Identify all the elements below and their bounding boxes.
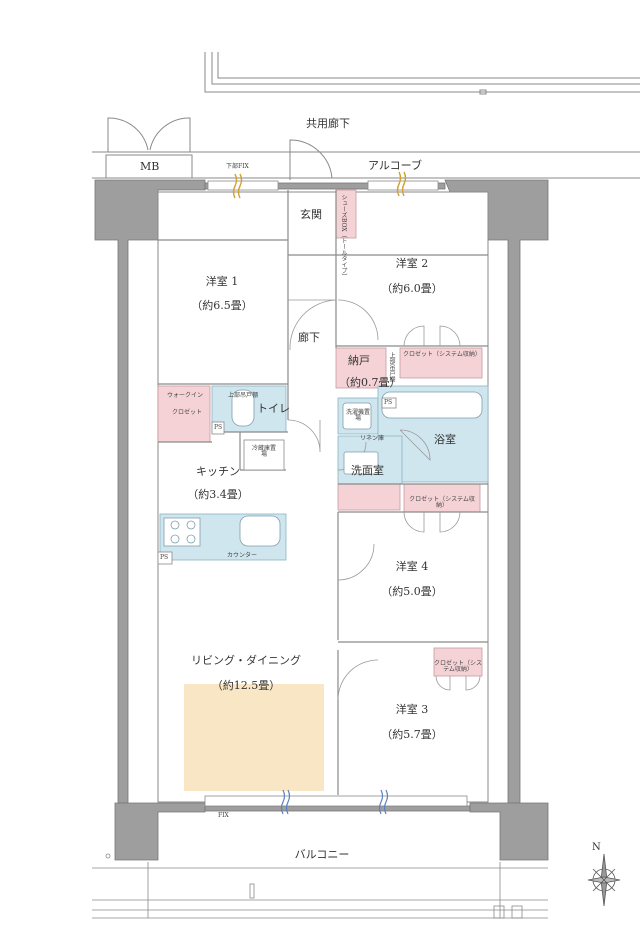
room4-name: 洋室 4	[395, 560, 429, 573]
fridge-label: 冷蔵庫置場	[251, 445, 276, 458]
nando-name: 納戸	[348, 354, 370, 367]
bath-label: 浴室	[434, 433, 456, 446]
room3-size: （約5.7畳）	[381, 728, 443, 741]
toilet-label: トイレ	[257, 402, 290, 415]
washer-label: 洗濯機置場	[346, 409, 371, 422]
closet-system-label-3: クロゼット（システム収納）	[434, 660, 483, 673]
north-label: N	[592, 842, 601, 853]
fixtures	[163, 389, 483, 547]
common-corridor-label: 共用廊下	[306, 117, 350, 130]
ps-label-3: PS	[160, 554, 169, 561]
closet-system-label-1: クロゼット（システム収納）	[403, 351, 481, 358]
mb-label: MB	[140, 160, 160, 173]
walkin-label: ウォークイン	[167, 392, 204, 399]
room4-size: （約5.0畳）	[381, 585, 443, 598]
balcony-label: バルコニー	[294, 848, 350, 861]
lower-fix-label: 下部FIX	[226, 163, 249, 170]
kitchen-size: （約3.4畳）	[187, 488, 249, 501]
room1-size: （約6.5畳）	[191, 299, 253, 312]
ps-label-2: PS	[384, 399, 393, 406]
closet-system-label-2: クロゼット（システム収納）	[409, 496, 475, 509]
kitchen-name: キッチン	[196, 465, 240, 478]
genkan-label: 玄関	[300, 208, 322, 221]
counter-label: カウンター	[227, 552, 258, 559]
balcony	[92, 853, 548, 919]
linen-label: リネン庫	[360, 435, 385, 442]
room3-name: 洋室 3	[395, 703, 429, 716]
hallway-label: 廊下	[298, 331, 320, 344]
washroom-label: 洗面室	[351, 464, 384, 477]
upper-shelf-label: 上部吊戸棚	[388, 352, 395, 382]
fix-bottom-label: FIX	[218, 812, 229, 819]
room2-size: （約6.0畳）	[381, 282, 443, 295]
room1-name: 洋室 1	[205, 275, 239, 288]
ld-size: （約12.5畳）	[211, 679, 281, 692]
nando-size: （約0.7畳）	[339, 376, 401, 389]
upper-cabinet-label: 上部吊戸棚	[228, 392, 259, 399]
shoes-box-label: シューズBOX（トールタイプ）	[340, 194, 347, 280]
north-compass	[587, 853, 621, 907]
interior-walls	[158, 190, 488, 795]
ps-label-1: PS	[214, 424, 223, 431]
ld-name: リビング・ダイニング	[191, 654, 301, 667]
closet-label: クロゼット	[172, 409, 203, 416]
ld-floor-patch	[184, 684, 324, 791]
room2-name: 洋室 2	[395, 257, 429, 270]
alcove-label: アルコーブ	[368, 159, 423, 172]
